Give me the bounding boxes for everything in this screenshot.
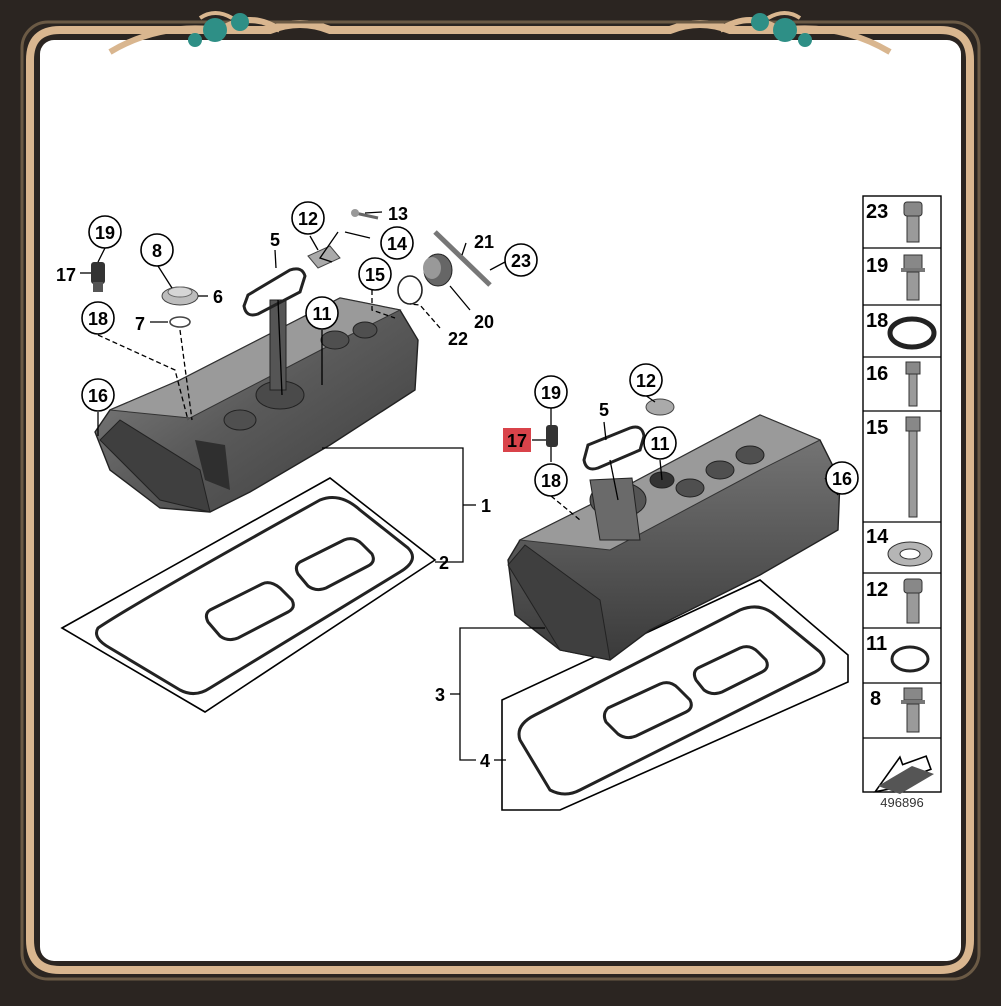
callout-22: 22 [448,329,468,349]
callout-12-left: 12 [291,201,325,235]
svg-text:16: 16 [88,386,108,406]
callout-6: 6 [213,287,223,307]
callout-18-left: 18 [81,301,115,335]
legend-panel: 23 19 18 16 15 14 12 11 8 [862,195,942,794]
svg-text:15: 15 [365,265,385,285]
callout-14-left: 14 [380,226,414,260]
callout-2: 2 [439,553,449,573]
svg-text:7: 7 [135,314,145,334]
callout-16-right: 16 [825,461,859,495]
callout-7: 7 [135,314,145,334]
svg-text:23: 23 [511,251,531,271]
svg-text:22: 22 [448,329,468,349]
callout-4: 4 [480,751,490,771]
svg-text:16: 16 [832,469,852,489]
legend-label-14: 14 [866,526,889,548]
callout-3: 3 [435,685,445,705]
callout-11-left: 11 [305,296,339,330]
svg-text:19: 19 [541,383,561,403]
legend-label-23: 23 [866,201,888,223]
svg-text:8: 8 [152,241,162,261]
callout-12-right: 12 [629,363,663,397]
callout-19-right: 19 [534,375,568,409]
callout-11-right: 11 [643,426,677,460]
callout-13: 13 [388,204,408,224]
flange-screw-icon [903,578,923,624]
svg-text:19: 19 [95,223,115,243]
valve-12-left [307,245,341,269]
o-ring-icon [887,316,937,350]
valve-cover-right [507,414,841,661]
cap-20 [423,253,453,287]
callout-1: 1 [481,496,491,516]
svg-text:21: 21 [474,232,494,252]
svg-text:18: 18 [541,471,561,491]
svg-text:5: 5 [270,230,280,250]
legend-label-12: 12 [866,579,888,601]
callout-19-left: 19 [88,215,122,249]
callouts: 19 17 8 6 7 18 5 12 13 14 21 23 15 11 20… [56,201,859,771]
sensor-17-left [91,262,105,292]
legend-label-16: 16 [866,363,888,385]
callout-8: 8 [140,233,174,267]
callout-21: 21 [474,232,494,252]
callout-17-left: 17 [56,265,76,285]
hex-screw-icon [901,687,925,733]
legend-label-15: 15 [866,417,888,439]
leader-lines-left [80,211,506,563]
callout-16-left: 16 [81,378,115,412]
ornament-right [718,11,892,55]
svg-text:4: 4 [480,751,490,771]
direction-arrow-icon [873,755,934,794]
extra-long-bolt-icon [905,416,921,518]
valve-12-right [645,398,675,416]
svg-text:1: 1 [481,496,491,516]
callout-5-left: 5 [270,230,280,250]
bolt-13 [351,209,379,220]
long-stud-bolt-icon [905,361,921,407]
svg-text:20: 20 [474,312,494,332]
callout-5-right: 5 [599,400,609,420]
socket-head-bolt-icon [903,201,923,243]
legend-label-19: 19 [866,255,888,277]
callout-23-left: 23 [504,243,538,277]
svg-text:6: 6 [213,287,223,307]
image-number: 496896 [880,795,923,810]
gasket-left [60,477,437,713]
svg-text:2: 2 [439,553,449,573]
gasket-right [501,579,849,811]
svg-text:11: 11 [650,434,669,454]
legend-label-18: 18 [866,310,888,332]
svg-text:11: 11 [312,304,331,324]
svg-text:5: 5 [599,400,609,420]
svg-text:17: 17 [507,431,527,451]
callout-17-right-highlighted: 17 [503,428,531,452]
callout-18-right: 18 [534,463,568,497]
callout-20: 20 [474,312,494,332]
cap-6 [161,286,199,306]
svg-text:17: 17 [56,265,76,285]
rod-21 [433,230,492,287]
sensor-17-right [546,425,558,447]
svg-text:3: 3 [435,685,445,705]
gasket-5-left [242,267,307,317]
legend-label-8: 8 [870,688,881,710]
gasket-5-right [582,425,646,471]
legend-label-11: 11 [866,633,887,655]
callout-15-left: 15 [358,257,392,291]
washer-icon [887,541,933,567]
ring-7 [169,316,191,328]
hex-flange-bolt-icon [901,254,925,301]
svg-text:14: 14 [387,234,407,254]
svg-text:12: 12 [298,209,318,229]
seal-ring-icon [890,645,930,673]
ornament-left [108,11,282,55]
svg-text:13: 13 [388,204,408,224]
svg-text:18: 18 [88,309,108,329]
svg-text:12: 12 [636,371,656,391]
